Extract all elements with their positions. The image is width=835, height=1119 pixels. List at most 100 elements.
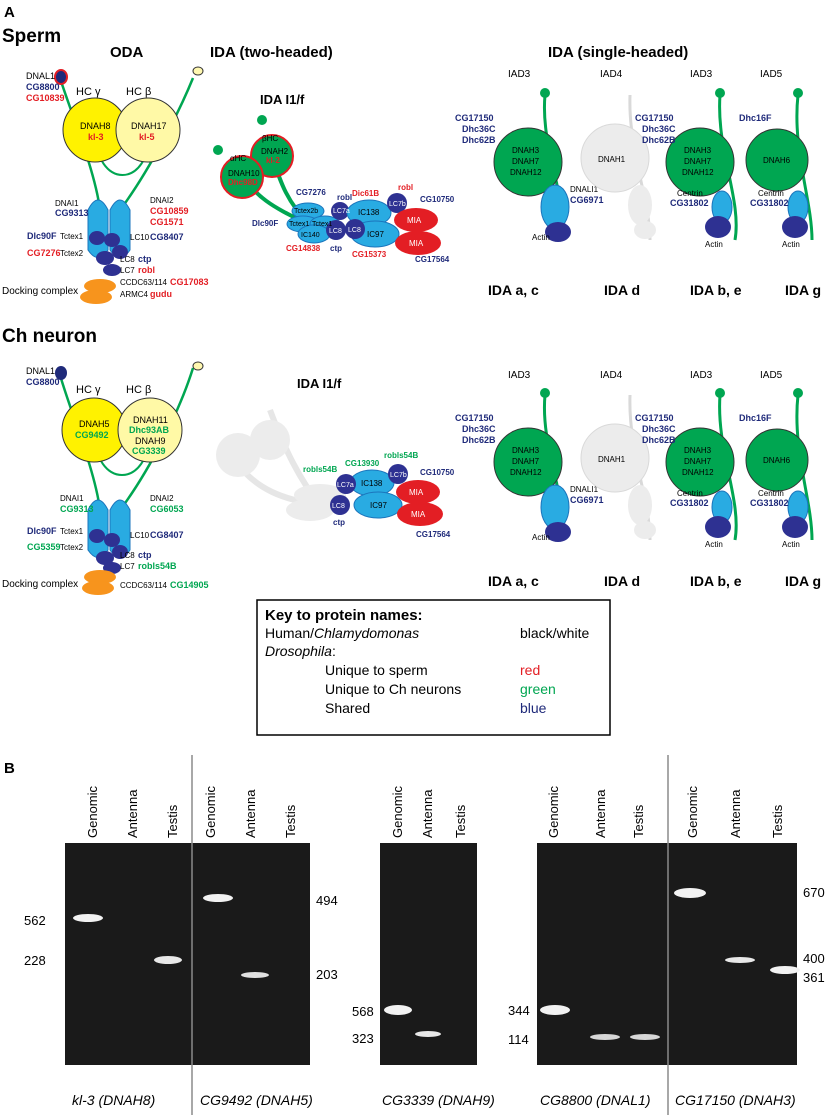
dnah3-head (493, 127, 563, 197)
label: CG31802 (670, 198, 709, 208)
ghost-shape (286, 499, 334, 521)
label: Tctex2b (294, 208, 318, 215)
label: kl-3 (88, 132, 104, 142)
label: robls54B (138, 561, 177, 571)
label: Dhc16F (739, 413, 772, 423)
label: Dhc36C (462, 124, 496, 134)
lane-label: Antenna (125, 789, 140, 838)
label: CG10839 (26, 93, 65, 103)
label: Docking complex (2, 579, 78, 590)
dnal1-shape (54, 69, 68, 85)
gel-band (540, 1005, 570, 1015)
dnah1-head (580, 123, 650, 193)
label: CG8800 (26, 377, 60, 387)
stalk-tip (793, 388, 803, 398)
stalk-tip (715, 388, 725, 398)
marker-label: 361 (803, 970, 825, 985)
label: MIA (407, 216, 422, 225)
mia-shape (394, 208, 438, 232)
lc-shape (103, 264, 121, 276)
ida-single-title: IDA (single-headed) (548, 44, 688, 61)
gel-band (73, 914, 103, 922)
label: MIA (411, 510, 426, 519)
label: IAD3 (690, 370, 713, 381)
lc-shape (104, 233, 120, 247)
gel-band (241, 972, 269, 978)
label: Centrin (677, 489, 703, 498)
label: Dlc90F (27, 231, 57, 241)
gel-band (415, 1031, 441, 1037)
dnah2-head (250, 134, 294, 178)
label: Dhc62B (642, 135, 676, 145)
label: Actin (705, 540, 723, 549)
gel-band (203, 894, 233, 902)
label: DNAH6 (763, 156, 791, 165)
label: CG14905 (170, 580, 209, 590)
label: CG8407 (150, 530, 184, 540)
label: Dhc36C (642, 124, 676, 134)
label: Actin (782, 240, 800, 249)
stalk-tip (213, 145, 223, 155)
label: CG17150 (455, 413, 494, 423)
ghost-shape (634, 521, 656, 539)
dnah6-head (745, 128, 809, 192)
label: kl-5 (139, 132, 155, 142)
docking-shape (82, 581, 114, 595)
label: Dhc36C (642, 424, 676, 434)
label: DNALI1 (570, 485, 599, 494)
gel-image (537, 843, 797, 1065)
label: CG13930 (345, 459, 380, 468)
lane-label: Antenna (728, 789, 743, 838)
dnah3-head (665, 127, 735, 197)
sperm-title: Sperm (2, 26, 61, 47)
label: DNAH3 (512, 446, 540, 455)
gel-1: Genomic Antenna Testis Genomic Antenna T… (24, 755, 338, 1115)
actin-shape (782, 516, 808, 538)
label: CCDC63/114 (120, 581, 168, 590)
ch-neuron-title: Ch neuron (2, 326, 97, 347)
lane-label: Testis (283, 804, 298, 838)
sperm-ida-single-diagram: IAD3 IAD4 IAD3 IAD5 DNAH3 DNAH7 DNAH12 C… (455, 69, 821, 298)
label: Dhc98D (228, 178, 258, 187)
lane-label: Antenna (593, 789, 608, 838)
label: CG7276 (27, 248, 61, 258)
label: CG15373 (352, 250, 387, 259)
dnah3-head (665, 427, 735, 497)
gel-2: Genomic Antenna Testis 568 323 CG3339 (D… (352, 785, 495, 1108)
label: CG9492 (75, 430, 109, 440)
key-title: Key to protein names: (265, 607, 423, 624)
marker-label: 344 (508, 1003, 530, 1018)
gel-band (770, 966, 800, 974)
label: DNALI1 (570, 185, 599, 194)
actin-shape (782, 216, 808, 238)
marker-label: 670 (803, 885, 825, 900)
stalk-tip (715, 88, 725, 98)
stalk-tip (257, 115, 267, 125)
ch-oda-diagram: DNAL1 CG8800 HC γ HC β DNAH5 CG9492 DNAH… (2, 361, 209, 595)
label: αHC (230, 154, 246, 163)
label: Docking complex (2, 286, 78, 297)
label: LC10 (130, 233, 150, 242)
label: DNAI2 (150, 494, 174, 503)
sperm-ida-two-diagram: βHC αHC DNAH2 kl-2 DNAH10 Dhc98D CG7276 … (213, 115, 455, 264)
label: DNAH17 (131, 121, 167, 131)
label: HC γ (76, 86, 101, 98)
label: CG6053 (150, 504, 184, 514)
label: CG9313 (55, 208, 89, 218)
ch-ida-single-diagram: IAD3 IAD4 IAD3 IAD5 DNAH3 DNAH7 DNAH12 C… (455, 370, 821, 589)
label: DNAH1 (598, 455, 626, 464)
ch-ida-i1f-title: IDA I1/f (297, 376, 342, 391)
label: IC97 (367, 230, 384, 239)
label: DNAH3 (684, 446, 712, 455)
label: DNAH8 (80, 121, 111, 131)
lc-shape (345, 219, 365, 239)
ida-type-label: IDA g (785, 282, 821, 298)
actin-shape (545, 222, 571, 242)
label: DNAH5 (79, 419, 110, 429)
label: CG8407 (150, 232, 184, 242)
gel-caption: CG3339 (DNAH9) (382, 1092, 495, 1108)
label: ctp (330, 244, 342, 253)
label: Dic61B (352, 189, 379, 198)
label: DNAH12 (682, 468, 714, 477)
oda-title: ODA (110, 44, 144, 61)
